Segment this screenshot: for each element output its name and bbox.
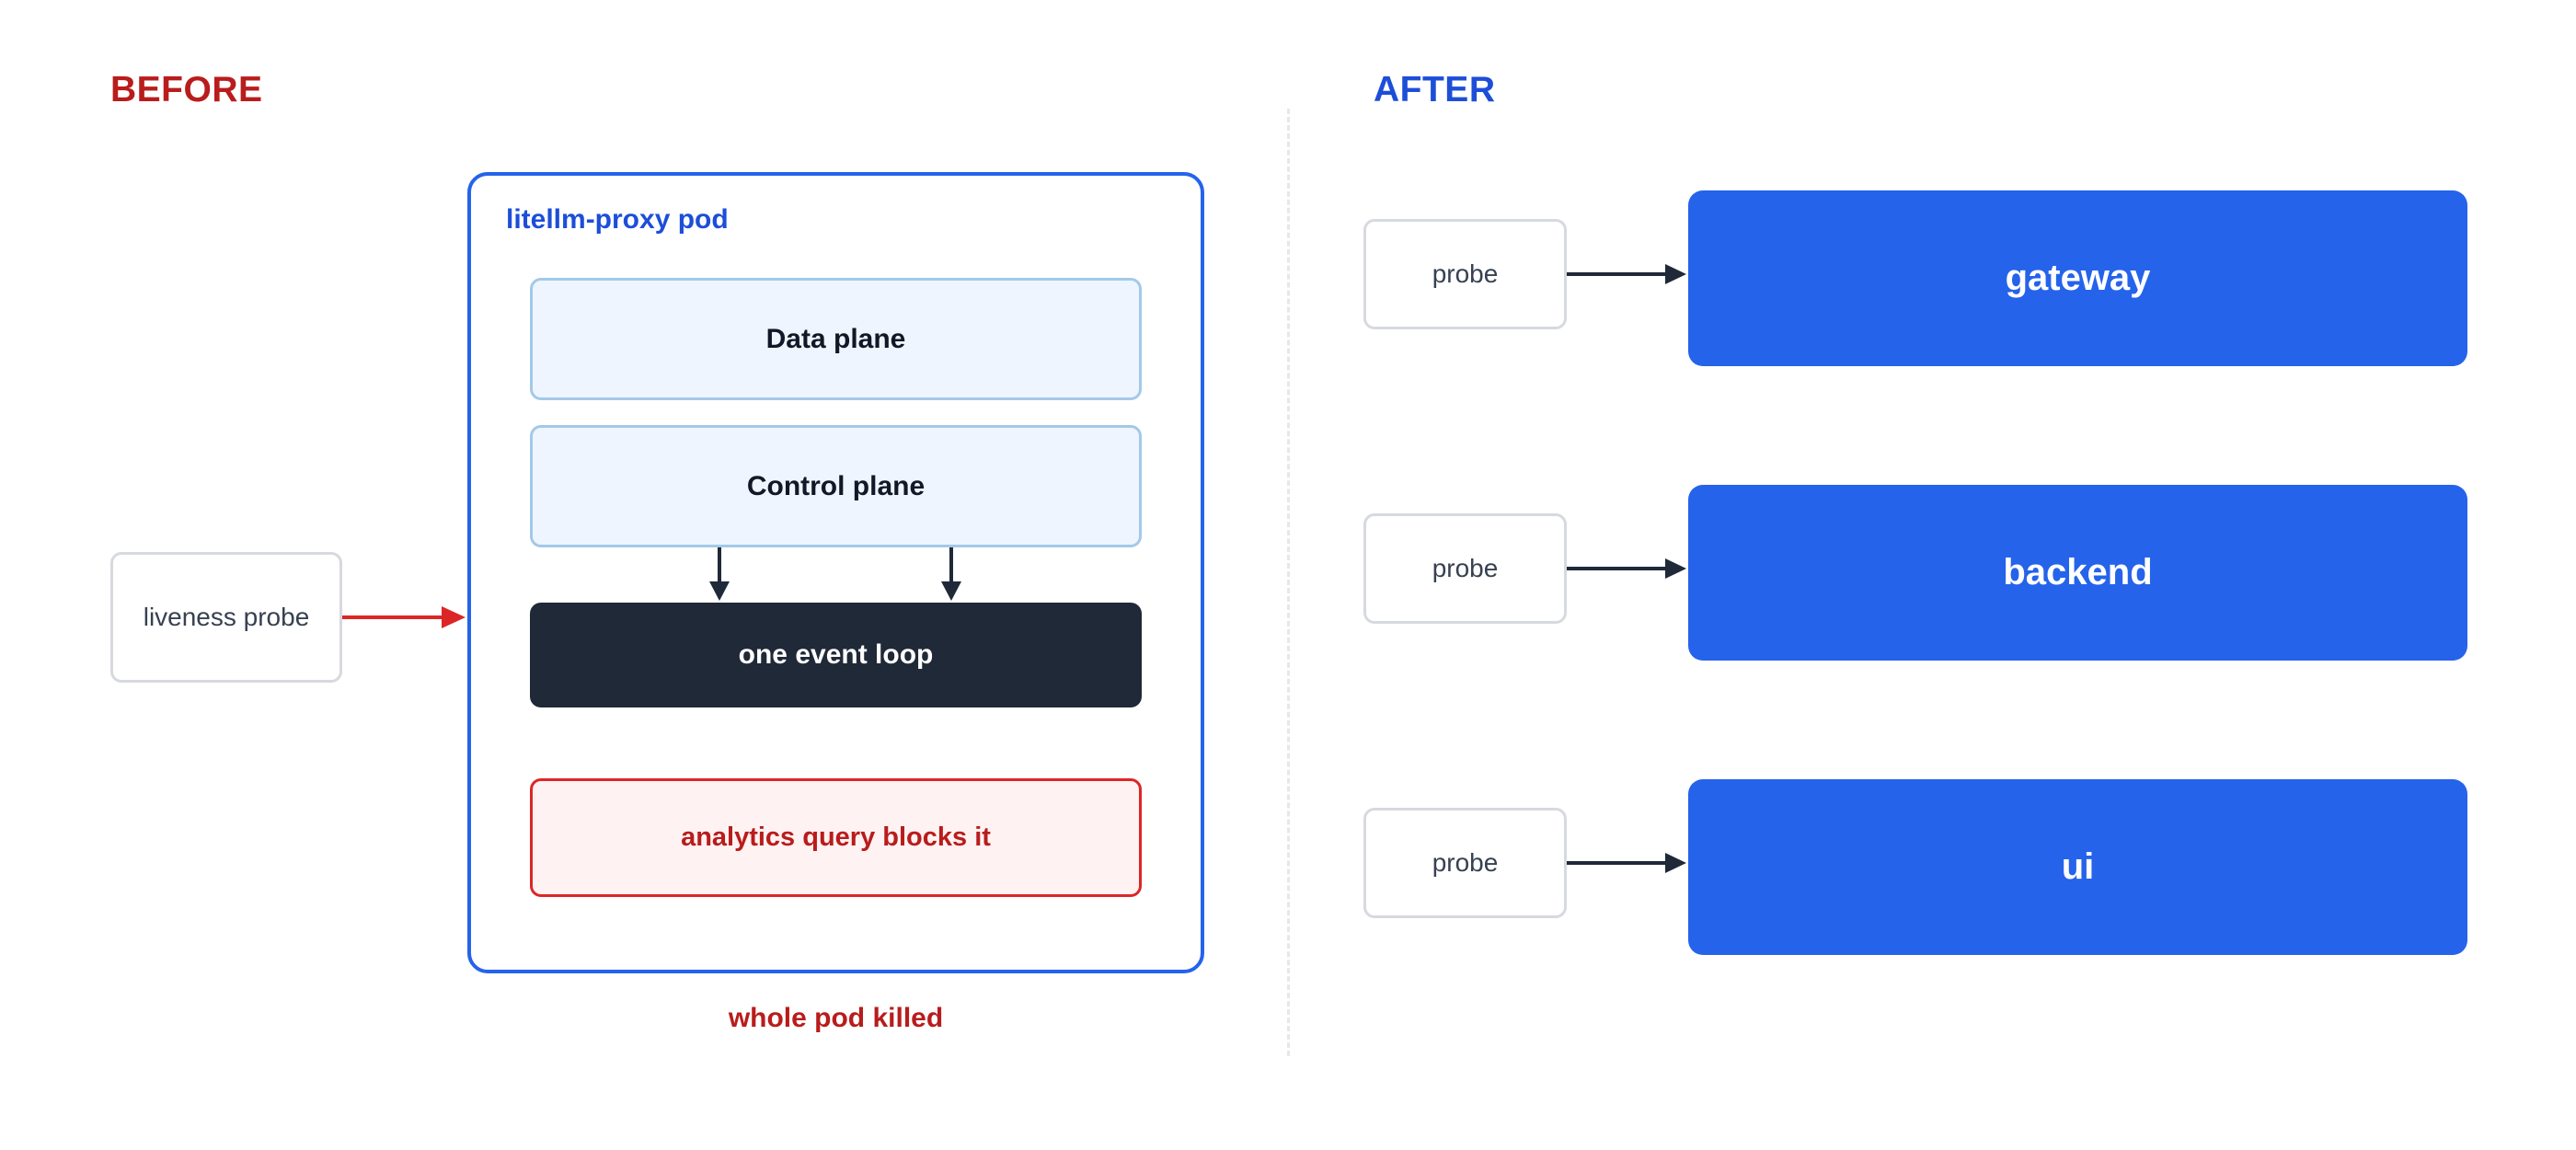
control-plane-label: Control plane [746,470,926,501]
probe-label-gateway: probe [1432,259,1499,288]
data-plane-label: Data plane [765,323,906,354]
probe-to-ui-arrow [1567,853,1686,873]
event-loop-label: one event loop [738,639,934,670]
pod-label: litellm-proxy pod [506,204,729,235]
probe-label-backend: probe [1432,554,1499,582]
pod-killed-outcome: whole pod killed [728,1003,944,1033]
control-plane-box: Control plane [530,425,1142,547]
analytics-query-box: analytics query blocks it [530,778,1142,897]
analytics-query-label: analytics query blocks it [681,822,991,852]
gateway-service-box: gateway [1688,190,2467,366]
data-plane-box: Data plane [530,278,1142,400]
liveness-probe-label: liveness probe [143,603,310,631]
probe-label-ui: probe [1432,848,1499,877]
probe-to-backend-arrow [1567,558,1686,579]
ui-service-label: ui [2061,846,2095,887]
liveness-probe-arrow [342,606,466,628]
probe-to-gateway-arrow [1567,264,1686,284]
probe-box-gateway: probe [1363,219,1567,329]
gateway-service-label: gateway [2005,258,2151,298]
before-title: BEFORE [110,70,263,109]
probe-box-backend: probe [1363,513,1567,624]
event-loop-box: one event loop [530,603,1142,707]
backend-service-box: backend [1688,485,2467,661]
probe-box-ui: probe [1363,808,1567,918]
after-title: AFTER [1374,70,1496,109]
ui-service-box: ui [1688,779,2467,955]
section-divider [1287,109,1290,1056]
backend-service-label: backend [2003,552,2153,592]
liveness-probe-box: liveness probe [110,552,342,683]
